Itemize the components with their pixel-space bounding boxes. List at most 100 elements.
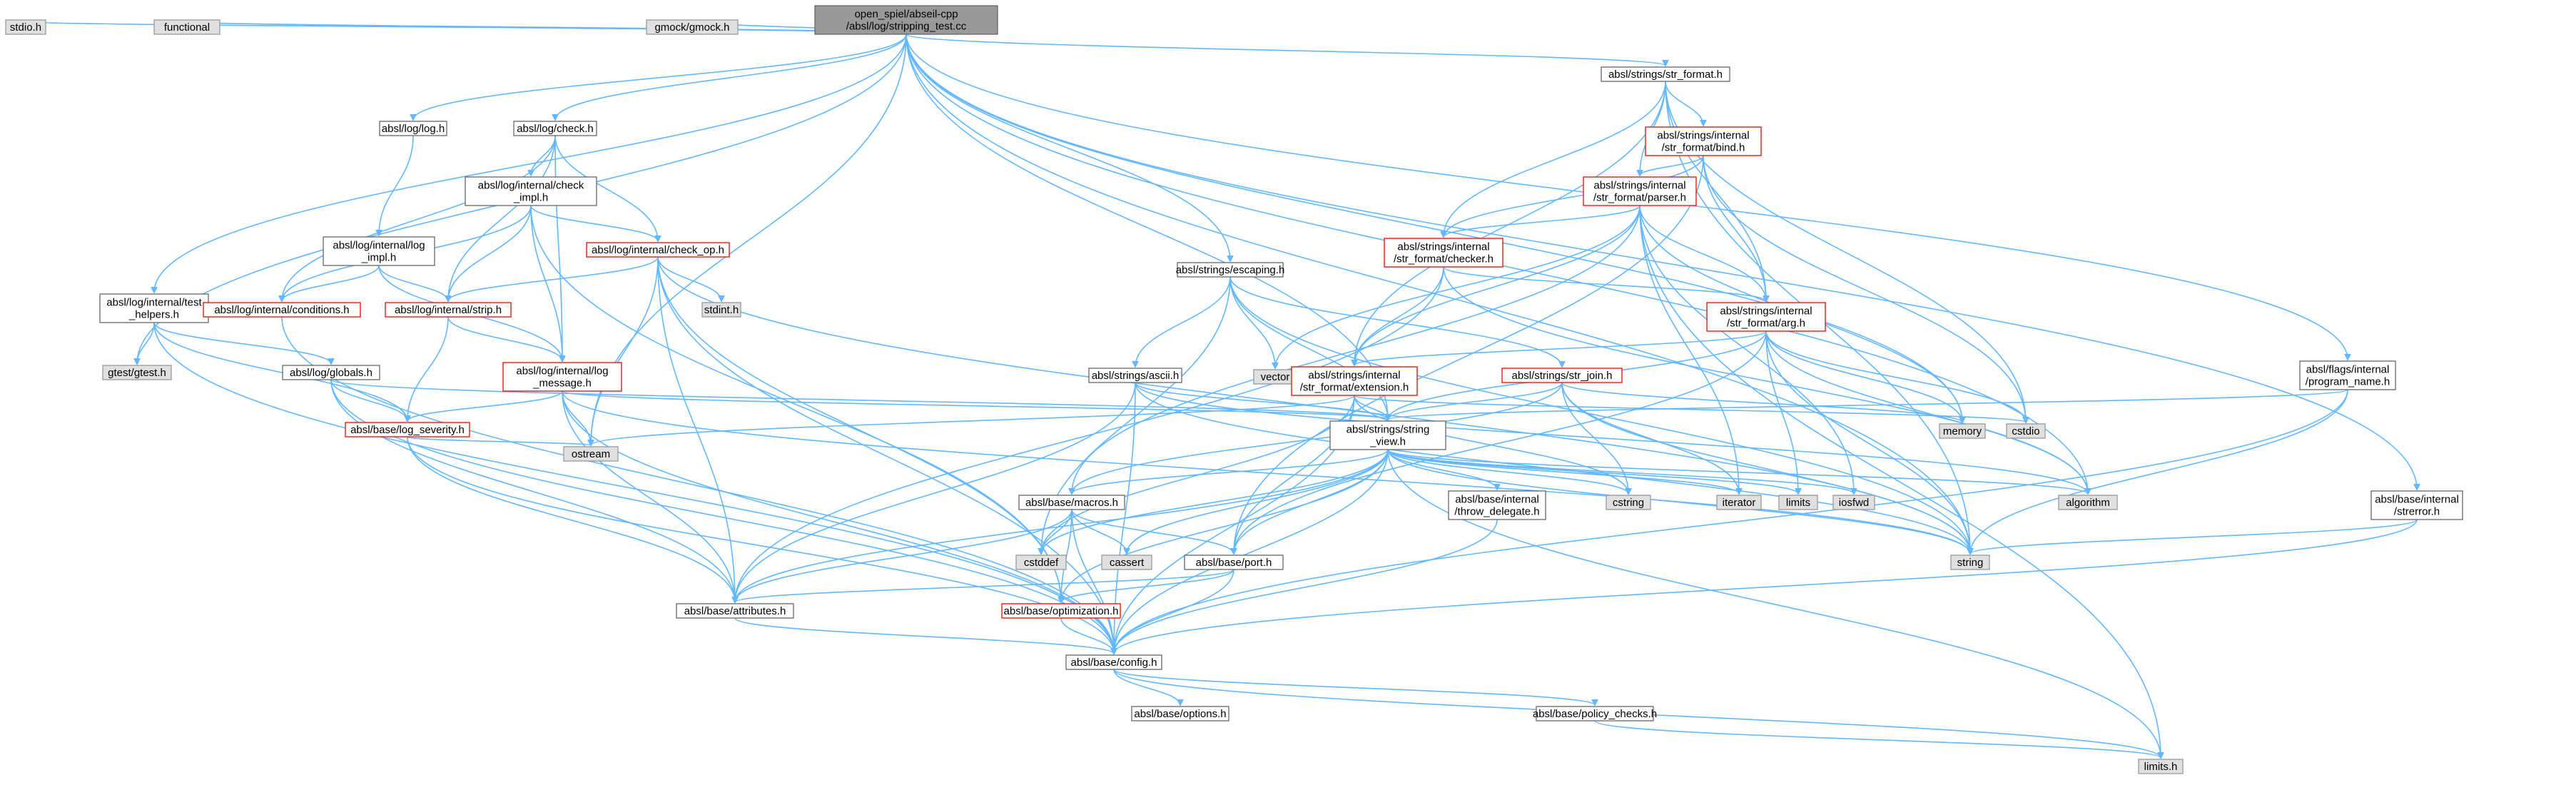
node-strerror[interactable]: absl/base/internal/strerror.h — [2370, 490, 2463, 520]
node-arg[interactable]: absl/strings/internal/str_format/arg.h — [1706, 302, 1826, 332]
node-throw-delegate[interactable]: absl/base/internal/throw_delegate.h — [1448, 490, 1546, 520]
node-box-test-helpers — [99, 293, 209, 323]
node-log-impl[interactable]: absl/log/internal/log_impl.h — [323, 236, 435, 266]
node-label-throw-delegate-0: absl/base/internal — [1455, 494, 1539, 506]
edge-check_op-to-config — [657, 256, 1114, 654]
node-box-port — [1184, 555, 1284, 570]
node-extension[interactable]: absl/strings/internal/str_format/extensi… — [1291, 366, 1418, 396]
node-check-impl[interactable]: absl/log/internal/check_impl.h — [465, 176, 597, 206]
edge-string_view-to-iterator — [1387, 449, 1739, 494]
edge-port-to-config — [1114, 569, 1234, 654]
node-parser[interactable]: absl/strings/internal/str_format/parser.… — [1583, 176, 1697, 206]
edge-str_format-to-checker — [1444, 81, 1666, 237]
node-box-log-impl — [323, 236, 435, 266]
edge-root-to-strerror — [906, 34, 2417, 490]
node-box-options — [1131, 706, 1229, 721]
edge-check_op-to-stdint — [657, 256, 721, 301]
node-string-view[interactable]: absl/strings/string_view.h — [1329, 420, 1446, 450]
node-label-iosfwd-0: iosfwd — [1839, 497, 1870, 509]
node-str-format[interactable]: absl/strings/str_format.h — [1601, 66, 1730, 82]
node-label-throw-delegate-1: /throw_delegate.h — [1454, 506, 1539, 518]
node-label-strerror-1: /strerror.h — [2394, 506, 2440, 518]
edge-string_view-to-algorithm — [1387, 449, 2088, 494]
node-ascii[interactable]: absl/strings/ascii.h — [1088, 368, 1182, 383]
node-box-iosfwd — [1832, 495, 1875, 510]
node-label-parser-0: absl/strings/internal — [1593, 180, 1685, 192]
node-box-checker — [1384, 238, 1503, 268]
edge-bind-to-cstdio — [1703, 155, 2026, 422]
edge-program_name-to-string_view — [1388, 389, 2348, 420]
node-box-conditions — [203, 302, 361, 318]
node-label-limits-h-0: limits.h — [2144, 761, 2178, 773]
node-box-algorithm — [2058, 495, 2118, 510]
edge-test_helpers-to-globals — [153, 322, 331, 364]
node-conditions[interactable]: absl/log/internal/conditions.h — [203, 302, 361, 318]
edge-parser-to-macros — [1072, 205, 1641, 494]
node-label-root-1: /absl/log/stripping_test.cc — [846, 21, 967, 33]
node-label-vector-0: vector — [1261, 371, 1290, 383]
node-label-check-impl-0: absl/log/internal/check — [478, 180, 584, 192]
node-label-checker-1: /str_format/checker.h — [1394, 253, 1494, 265]
edge-test_helpers-to-gtest — [137, 322, 155, 364]
node-policy-checks[interactable]: absl/base/policy_checks.h — [1533, 706, 1657, 721]
node-check-op[interactable]: absl/log/internal/check_op.h — [586, 242, 730, 258]
node-strip[interactable]: absl/log/internal/strip.h — [385, 302, 512, 318]
node-box-functional — [153, 19, 220, 35]
edge-log_message-to-string — [562, 390, 1970, 554]
edge-conditions-to-config — [281, 316, 1114, 654]
node-optimization[interactable]: absl/base/optimization.h — [1001, 603, 1121, 619]
node-bind[interactable]: absl/strings/internal/str_format/bind.h — [1645, 126, 1762, 156]
edge-escaping-to-ascii — [1135, 276, 1231, 367]
node-box-log-h — [379, 121, 447, 136]
edge-str_join-to-macros — [1072, 382, 1563, 494]
node-macros[interactable]: absl/base/macros.h — [1018, 495, 1125, 510]
edge-macros-to-port — [1071, 509, 1234, 554]
edge-checker-to-arg — [1443, 266, 1766, 301]
edge-globals-to-string_view — [330, 379, 1388, 420]
edge-program_name-to-string — [1970, 389, 2348, 554]
node-gtest: gtest/gtest.h — [102, 365, 172, 380]
node-check-h[interactable]: absl/log/check.h — [513, 121, 597, 136]
node-label-functional-0: functional — [164, 21, 210, 34]
node-label-string-view-1: _view.h — [1369, 436, 1406, 448]
edge-root-to-str_format — [906, 34, 1665, 66]
edge-optimization-to-config — [1060, 617, 1114, 654]
node-options[interactable]: absl/base/options.h — [1131, 706, 1229, 721]
node-label-test-helpers-1: _helpers.h — [128, 309, 179, 321]
node-log-h[interactable]: absl/log/log.h — [379, 121, 447, 136]
node-box-limits-h — [2138, 759, 2184, 774]
node-config[interactable]: absl/base/config.h — [1065, 654, 1162, 670]
node-label-bind-0: absl/strings/internal — [1657, 130, 1749, 142]
node-label-checker-0: absl/strings/internal — [1397, 241, 1489, 253]
edge-string_view-to-cstring — [1387, 449, 1628, 494]
node-label-check-op-0: absl/log/internal/check_op.h — [592, 244, 724, 256]
edge-throw_delegate-to-config — [1114, 519, 1498, 654]
node-test-helpers[interactable]: absl/log/internal/test_helpers.h — [99, 293, 209, 323]
edge-root-to-test_helpers — [154, 34, 907, 293]
edge-str_format-to-arg — [1665, 81, 1766, 301]
node-label-ostream-0: ostream — [572, 448, 610, 460]
node-port[interactable]: absl/base/port.h — [1184, 555, 1284, 570]
node-escaping[interactable]: absl/strings/escaping.h — [1176, 262, 1285, 278]
node-label-conditions-0: absl/log/internal/conditions.h — [214, 304, 349, 316]
node-str-join[interactable]: absl/strings/str_join.h — [1501, 368, 1623, 383]
node-root[interactable]: open_spiel/abseil-cpp/absl/log/stripping… — [814, 5, 998, 35]
edge-string_view-to-macros — [1072, 449, 1389, 494]
node-stdio: stdio.h — [5, 19, 46, 35]
edge-escaping-to-string_view — [1229, 276, 1388, 420]
node-checker[interactable]: absl/strings/internal/str_format/checker… — [1384, 238, 1503, 268]
node-box-globals — [282, 365, 380, 380]
node-log-severity[interactable]: absl/base/log_severity.h — [345, 422, 470, 437]
node-box-gmock — [646, 19, 739, 35]
node-functional: functional — [153, 19, 220, 35]
node-program-name[interactable]: absl/flags/internal/program_name.h — [2299, 360, 2396, 390]
edge-check_impl-to-check_op — [530, 205, 658, 241]
edge-log_message-to-ostream — [562, 390, 591, 445]
node-log-message[interactable]: absl/log/internal/log_message.h — [502, 362, 622, 392]
edge-log_message-to-string_view — [562, 390, 1388, 420]
node-label-root-0: open_spiel/abseil-cpp — [854, 9, 958, 21]
node-label-limits-0: limits — [1786, 497, 1810, 509]
node-globals[interactable]: absl/log/globals.h — [282, 365, 380, 380]
node-attributes[interactable]: absl/base/attributes.h — [676, 603, 794, 619]
node-box-program-name — [2299, 360, 2396, 390]
